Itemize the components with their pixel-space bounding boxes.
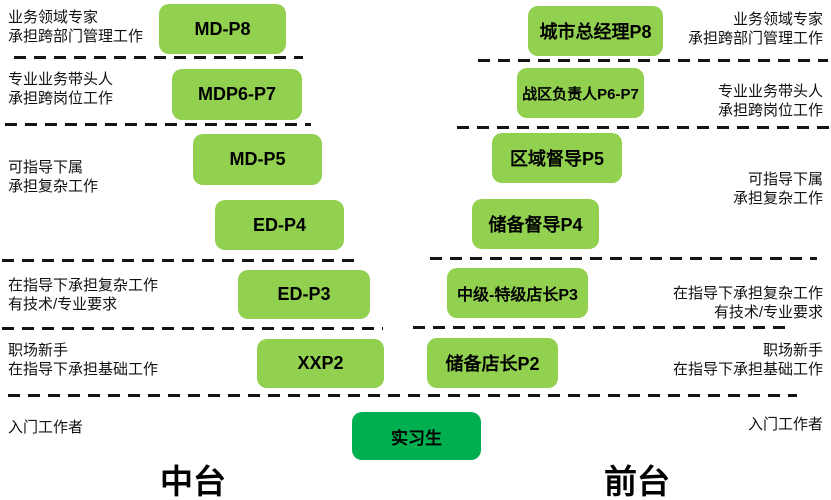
right-desc-leader: 专业业务带头人 承担跨岗位工作: [717, 83, 823, 119]
platform-title-middle: 中台: [160, 463, 226, 500]
dashed-divider-left-2: [5, 123, 311, 126]
right-desc-newcomer: 职场新手 在指导下承担基础工作: [672, 342, 823, 378]
level-box-reserve-mgr-p2: 储备店长P2: [427, 338, 558, 388]
level-box-label: ED-P4: [252, 214, 306, 235]
level-box-store-mgr-p3: 中级-特级店长P3: [447, 268, 588, 318]
left-desc-complex: 在指导下承担复杂工作 有技术/专业要求: [8, 277, 159, 313]
level-box-ed-p4: ED-P4: [215, 200, 344, 250]
level-box-label: MD-P8: [194, 18, 251, 39]
level-box-label: 区域督导P5: [509, 149, 605, 169]
level-box-label: 实习生: [391, 428, 442, 448]
level-box-md-p8: MD-P8: [159, 4, 286, 54]
level-box-label: 储备店长P2: [445, 354, 540, 374]
level-box-city-gm-p8: 城市总经理P8: [528, 6, 663, 56]
level-box-label: MDP6-P7: [197, 84, 277, 104]
level-box-label: 储备督导P4: [488, 215, 583, 235]
right-desc-entry-worker: 入门工作者: [747, 416, 823, 433]
level-box-region-super-p5: 区域督导P5: [492, 133, 622, 183]
dashed-divider-left-3: [2, 259, 362, 262]
platform-title-front: 前台: [604, 463, 670, 500]
dashed-divider-left-1: [14, 56, 303, 59]
level-box-mdp6-p7: MDP6-P7: [172, 69, 302, 120]
right-desc-mentor: 可指导下属 承担复杂工作: [732, 171, 823, 207]
level-box-warzone-p6-p7: 战区负责人P6-P7: [517, 68, 644, 118]
dashed-divider-right-2: [457, 126, 831, 129]
level-box-md-p5: MD-P5: [193, 134, 322, 185]
dashed-divider-bottom: [8, 394, 797, 397]
level-box-ed-p3: ED-P3: [238, 270, 370, 319]
level-box-label: 中级-特级店长P3: [457, 287, 578, 304]
dashed-divider-right-3: [430, 257, 817, 260]
left-desc-expert: 业务领域专家 承担跨部门管理工作: [8, 9, 144, 45]
left-desc-leader: 专业业务带头人 承担跨岗位工作: [8, 71, 114, 107]
level-box-label: ED-P3: [277, 284, 331, 304]
dashed-divider-right-4: [413, 326, 792, 329]
left-desc-newcomer: 职场新手 在指导下承担基础工作: [8, 342, 159, 378]
level-box-label: 城市总经理P8: [539, 22, 652, 42]
level-box-reserve-super-p4: 储备督导P4: [472, 199, 599, 249]
left-desc-entry-worker: 入门工作者: [8, 419, 84, 436]
right-desc-complex: 在指导下承担复杂工作 有技术/专业要求: [672, 285, 823, 321]
level-box-label: 战区负责人P6-P7: [522, 85, 639, 103]
left-desc-mentor: 可指导下属 承担复杂工作: [8, 159, 99, 195]
dashed-divider-right-1: [478, 59, 828, 62]
right-desc-expert: 业务领域专家 承担跨部门管理工作: [687, 11, 823, 47]
dashed-divider-left-4: [2, 327, 383, 330]
level-box-intern: 实习生: [352, 412, 481, 460]
level-box-xxp2: XXP2: [257, 339, 384, 388]
level-box-label: XXP2: [297, 353, 344, 373]
level-box-label: MD-P5: [229, 149, 286, 169]
